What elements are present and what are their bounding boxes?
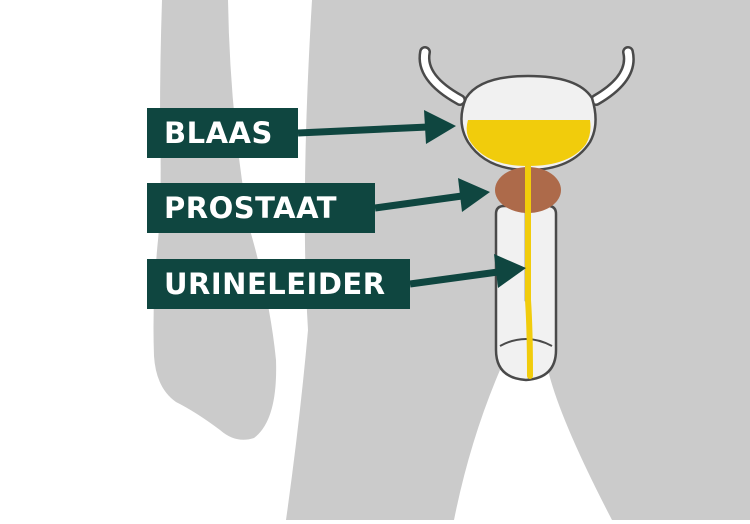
label-prostate: PROSTAAT [147, 183, 375, 233]
urethra-tube [528, 160, 530, 376]
bladder [461, 76, 595, 170]
label-bladder: BLAAS [147, 108, 298, 158]
label-urethra: URINELEIDER [147, 259, 410, 309]
